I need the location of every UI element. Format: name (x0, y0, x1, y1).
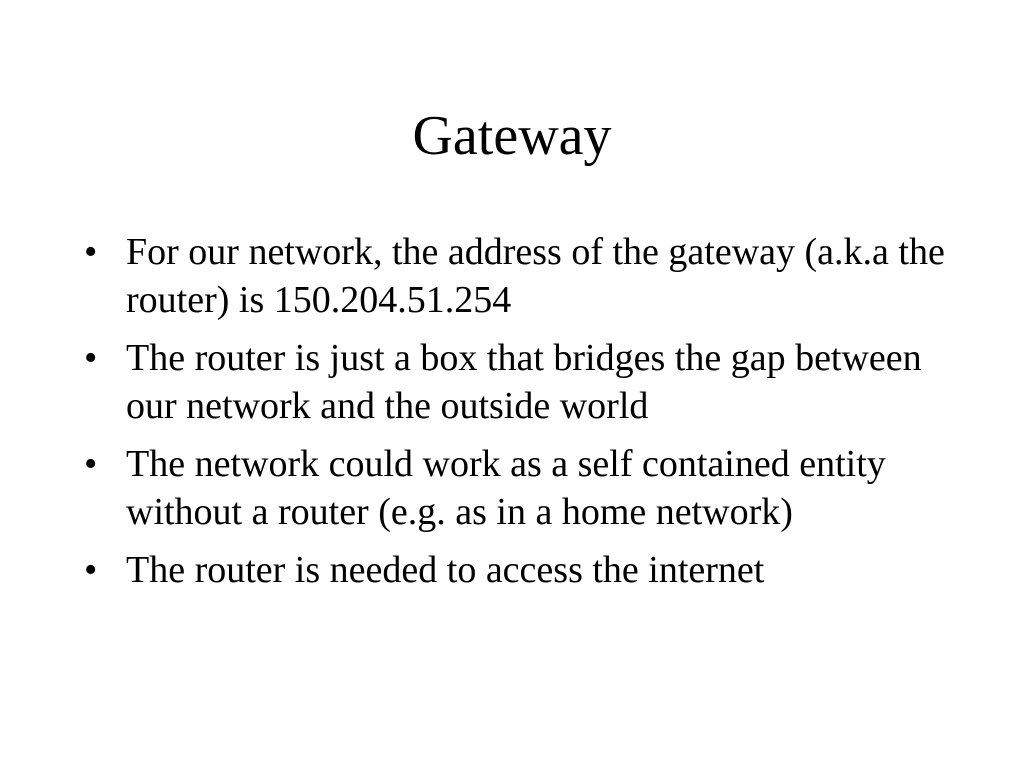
slide-title: Gateway (412, 105, 612, 167)
list-item: • For our network, the address of the ga… (84, 228, 964, 324)
list-item: • The router is needed to access the int… (84, 546, 964, 594)
list-item: • The network could work as a self conta… (84, 440, 964, 536)
bullet-icon: • (84, 231, 98, 273)
bullet-icon: • (84, 337, 98, 379)
bullet-text: The network could work as a self contain… (126, 443, 886, 533)
bullet-list: • For our network, the address of the ga… (84, 228, 964, 604)
bullet-text: The router is just a box that bridges th… (126, 337, 922, 427)
list-item: • The router is just a box that bridges … (84, 334, 964, 430)
bullet-icon: • (84, 443, 98, 485)
bullet-icon: • (84, 549, 98, 591)
bullet-text: For our network, the address of the gate… (126, 231, 945, 321)
bullet-text: The router is needed to access the inter… (126, 549, 765, 591)
